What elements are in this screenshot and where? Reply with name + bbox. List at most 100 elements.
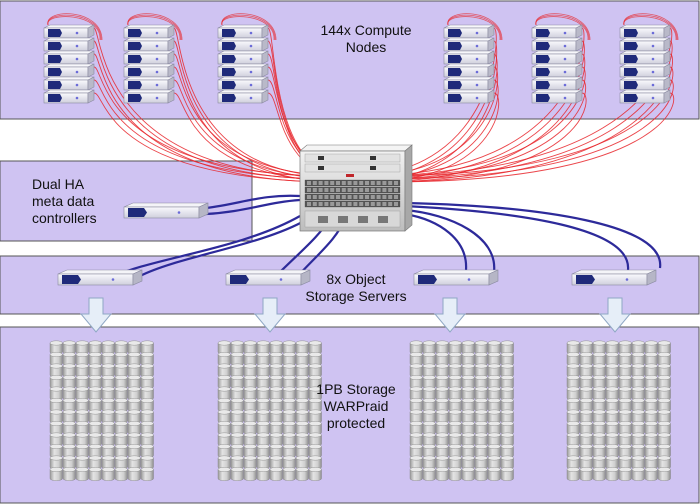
disk-cylinder-icon [644, 455, 658, 470]
disk-cylinder-icon [256, 421, 270, 435]
disk-cylinder-icon [114, 444, 128, 458]
disk-cylinder-icon [140, 363, 154, 378]
disk-cylinder-icon [592, 386, 606, 401]
disk-cylinder-icon [101, 340, 115, 355]
disk-cylinder-icon [282, 455, 296, 470]
disk-cylinder-icon [308, 455, 322, 470]
compute-node-groups [43, 24, 671, 104]
disk-cylinder-icon [657, 432, 671, 447]
disk-cylinder-icon [256, 340, 270, 355]
disk-cylinder-icon [500, 340, 514, 355]
disk-cylinder-icon [62, 352, 76, 366]
disk-cylinder-icon [88, 352, 102, 366]
disk-cylinder-icon [474, 467, 488, 481]
disk-cylinder-icon [230, 467, 244, 481]
disk-cylinder-icon [269, 363, 283, 378]
disk-cylinder-icon [75, 386, 89, 401]
disk-cylinder-icon [474, 398, 488, 412]
disk-cylinder-icon [422, 352, 436, 366]
disk-cylinder-icon [592, 432, 606, 447]
compute-cable [93, 79, 333, 180]
disk-cylinder-icon [579, 352, 593, 366]
disk-cylinder-icon [75, 409, 89, 424]
disk-cylinder-icon [62, 340, 76, 355]
disk-cylinder-icon [474, 386, 488, 401]
disk-cylinder-icon [566, 398, 580, 412]
storage-panel-label: 1PB Storage WARPraid protected [306, 381, 406, 432]
disk-arrays [49, 340, 671, 481]
disk-cylinder-icon [500, 352, 514, 366]
rack-server-icon [443, 89, 495, 104]
disk-cylinder-icon [282, 375, 296, 389]
compute-cable [370, 40, 585, 180]
disk-cylinder-icon [605, 375, 619, 389]
disk-cylinder-icon [295, 455, 309, 470]
disk-cylinder-icon [140, 421, 154, 435]
disk-cylinder-icon [114, 352, 128, 366]
compute-cable [127, 14, 182, 41]
disk-cylinder-icon [487, 455, 501, 470]
disk-cylinder-icon [592, 444, 606, 458]
disk-cylinder-icon [217, 455, 231, 470]
compute-cable [388, 66, 674, 177]
disk-cylinder-icon [474, 455, 488, 470]
disk-cylinder-icon [88, 386, 102, 401]
disk-cylinder-icon [500, 409, 514, 424]
disk-cylinder-icon [308, 363, 322, 378]
disk-cylinder-icon [243, 432, 257, 447]
disk-cylinder-icon [657, 398, 671, 412]
storage-label-line3: protected [326, 415, 386, 431]
disk-cylinder-icon [127, 386, 141, 401]
compute-cable [376, 66, 586, 177]
disk-cylinder-icon [644, 352, 658, 366]
disk-cylinder-icon [49, 363, 63, 378]
disk-cylinder-icon [657, 386, 671, 401]
disk-cylinder-icon [657, 352, 671, 366]
disk-cylinder-icon [256, 409, 270, 424]
disk-cylinder-icon [500, 455, 514, 470]
disk-cylinder-icon [566, 375, 580, 389]
disk-cylinder-icon [435, 455, 449, 470]
disk-cylinder-icon [644, 467, 658, 481]
disk-cylinder-icon [140, 375, 154, 389]
disk-cylinder-icon [295, 421, 309, 435]
disk-cylinder-icon [140, 467, 154, 481]
compute-cable [93, 40, 324, 180]
compute-cable [173, 53, 339, 183]
storage-cable [404, 212, 468, 271]
disk-cylinder-icon [230, 432, 244, 447]
disk-cylinder-icon [487, 375, 501, 389]
disk-cylinder-icon [308, 467, 322, 481]
compute-cable [221, 14, 276, 41]
rack-server-icon [531, 24, 583, 39]
disk-cylinder-icon [435, 467, 449, 481]
disk-cylinder-icon [140, 352, 154, 366]
disk-cylinder-icon [308, 340, 322, 355]
down-arrow-icon [79, 297, 113, 333]
disk-cylinder-icon [605, 455, 619, 470]
rack-server-icon [619, 24, 671, 39]
compute-cable [623, 14, 678, 41]
disk-cylinder-icon [308, 409, 322, 424]
disk-cylinder-icon [644, 444, 658, 458]
rack-server-icon [123, 76, 175, 91]
disk-cylinder-icon [605, 352, 619, 366]
storage-cable [205, 194, 301, 210]
disk-cylinder-icon [409, 398, 423, 412]
disk-cylinder-icon [448, 363, 462, 378]
disk-cylinder-icon [114, 467, 128, 481]
disk-cylinder-icon [114, 398, 128, 412]
disk-cylinder-icon [435, 409, 449, 424]
disk-cylinder-icon [114, 363, 128, 378]
disk-cylinder-icon [461, 432, 475, 447]
disk-cylinder-icon [62, 375, 76, 389]
disk-cylinder-icon [243, 409, 257, 424]
rack-server-icon [43, 50, 95, 65]
disk-cylinder-icon [448, 455, 462, 470]
disk-cylinder-icon [461, 363, 475, 378]
disk-cylinder-icon [631, 409, 645, 424]
disk-cylinder-icon [618, 398, 632, 412]
disk-cylinder-icon [217, 352, 231, 366]
disk-cylinder-icon [308, 352, 322, 366]
disk-cylinder-icon [657, 467, 671, 481]
